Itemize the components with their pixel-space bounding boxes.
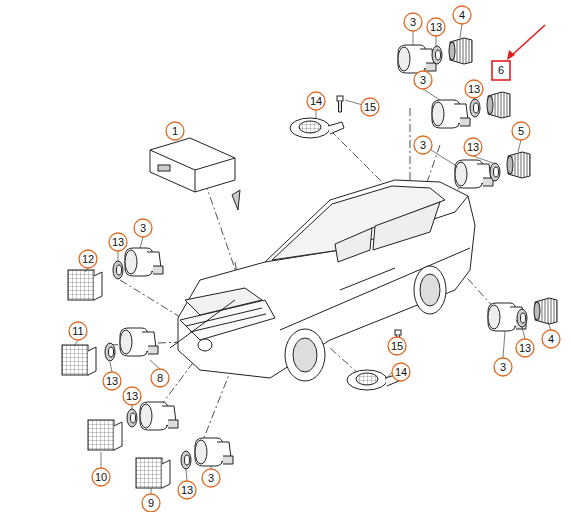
callout-circle xyxy=(166,122,184,140)
callout-circle xyxy=(414,71,432,89)
callout-circle xyxy=(134,219,152,237)
callout-circle xyxy=(361,98,379,116)
callout-number: 10 xyxy=(92,470,110,484)
callout-circle xyxy=(307,92,325,110)
callout-number: 13 xyxy=(464,140,482,154)
callout-number: 3 xyxy=(404,15,422,29)
callout-circle xyxy=(202,469,220,487)
callout-number: 9 xyxy=(142,496,160,510)
callout-number: 13 xyxy=(178,483,196,497)
callout-number: 13 xyxy=(103,374,121,388)
callout-number: 11 xyxy=(69,324,87,338)
callout-circle xyxy=(414,136,432,154)
callout-number: 6 xyxy=(492,63,510,77)
callout-number: 4 xyxy=(542,332,560,346)
callout-circle xyxy=(453,6,471,24)
callout-number: 3 xyxy=(494,360,512,374)
callout-circle xyxy=(464,138,482,156)
callout-circle xyxy=(92,468,110,486)
callout-number: 3 xyxy=(202,471,220,485)
callout-circle xyxy=(512,122,530,140)
callout-number: 3 xyxy=(414,73,432,87)
callout-number: 13 xyxy=(427,20,445,34)
callout-number: 5 xyxy=(512,124,530,138)
callout-number: 14 xyxy=(307,94,325,108)
callout-circle xyxy=(542,330,560,348)
callout-circle xyxy=(427,18,445,36)
callout-circle xyxy=(178,481,196,499)
callout-circle xyxy=(103,372,121,390)
callout-number: 8 xyxy=(151,371,169,385)
callout-circle xyxy=(123,387,141,405)
callout-circle xyxy=(392,363,410,381)
callout-circle xyxy=(388,337,406,355)
callout-number: 13 xyxy=(516,341,534,355)
callout-number: 4 xyxy=(453,8,471,22)
callout-circle xyxy=(516,339,534,357)
callout-circle xyxy=(494,358,512,376)
callout-number: 15 xyxy=(388,339,406,353)
callout-number: 13 xyxy=(109,235,127,249)
callout-circle xyxy=(109,233,127,251)
callout-number: 3 xyxy=(134,221,152,235)
callout-number: 12 xyxy=(79,252,97,266)
callout-number: 14 xyxy=(392,365,410,379)
callout-number: 13 xyxy=(123,389,141,403)
callout-number: 13 xyxy=(465,82,483,96)
callout-circle xyxy=(151,369,169,387)
callout-circle xyxy=(79,250,97,268)
callout-circle xyxy=(142,494,160,512)
callout-circle xyxy=(404,13,422,31)
callout-number: 1 xyxy=(166,124,184,138)
callout-number: 3 xyxy=(414,138,432,152)
callout-number: 15 xyxy=(361,100,379,114)
callout-circle xyxy=(69,322,87,340)
callout-circle xyxy=(465,80,483,98)
